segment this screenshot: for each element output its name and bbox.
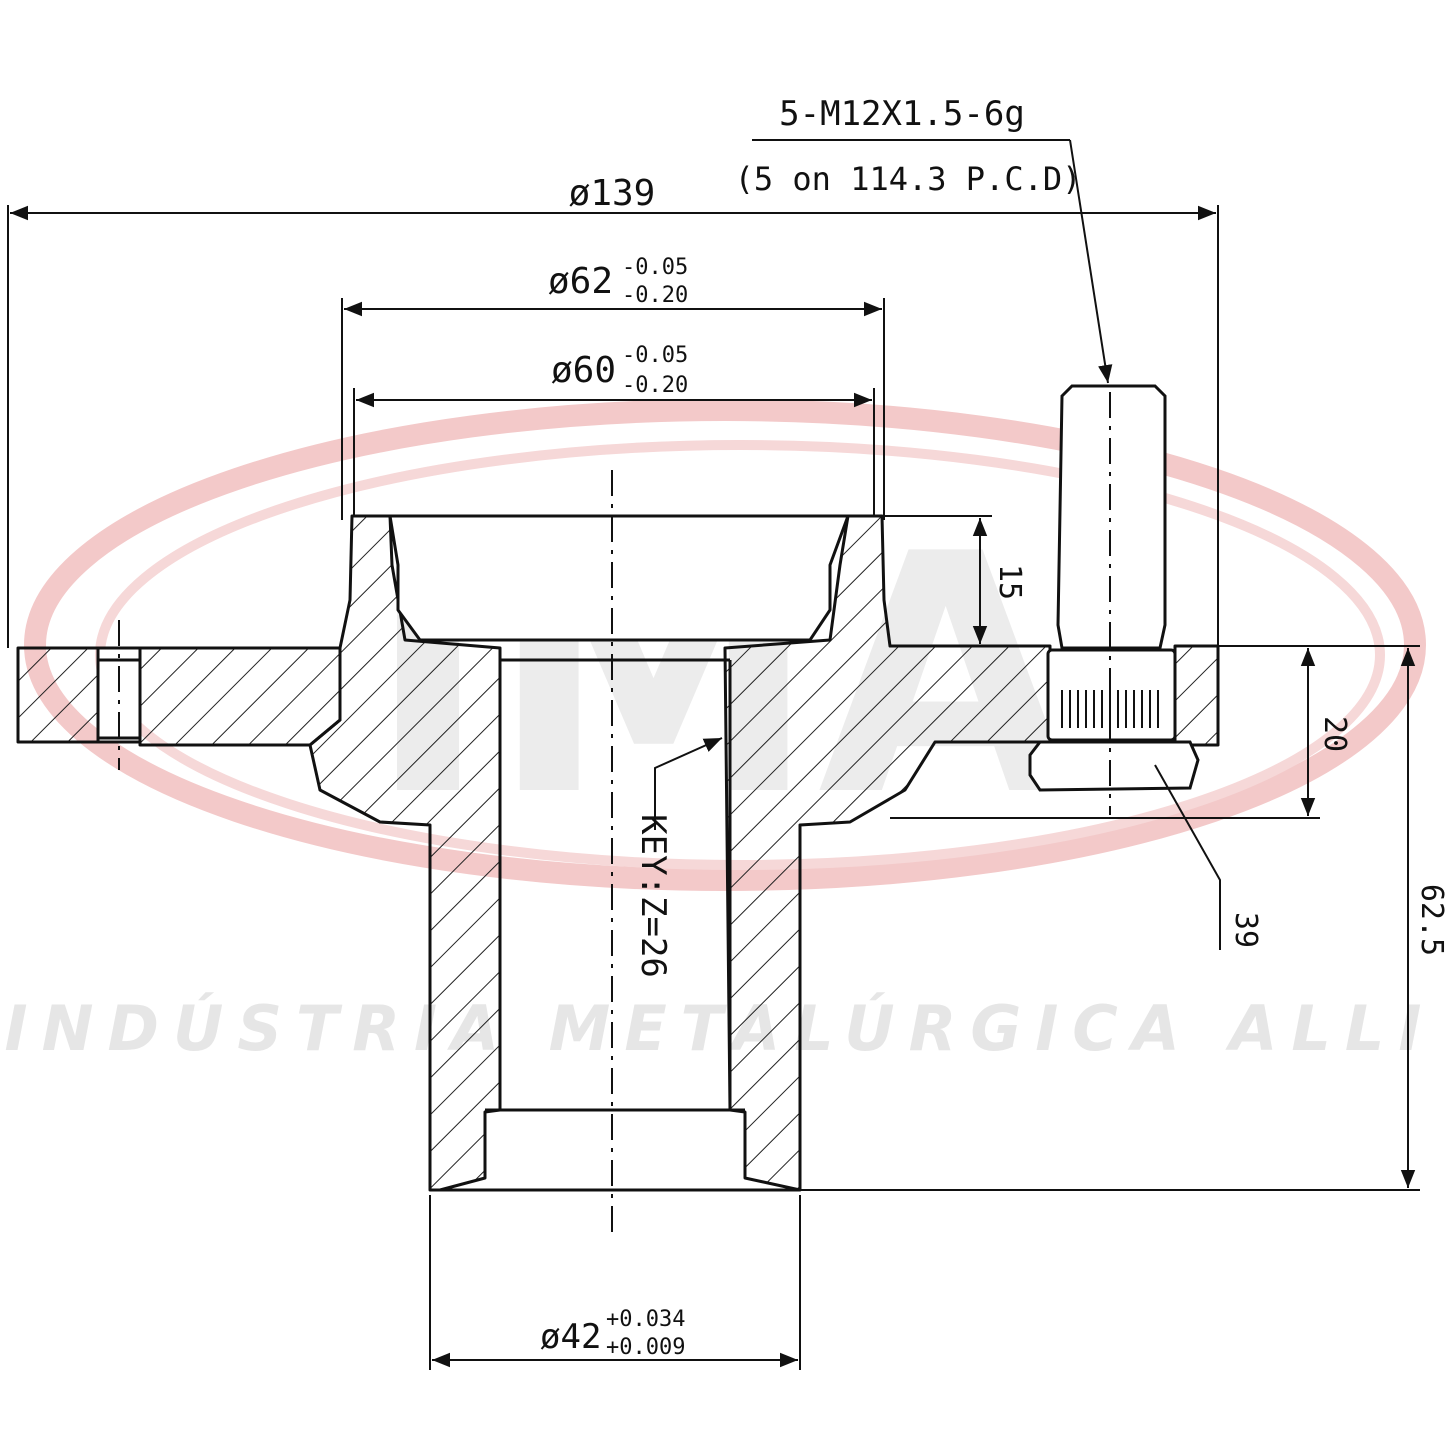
hub-section <box>16 514 1220 1192</box>
hub-wall-left <box>308 514 502 1192</box>
dia-62-tol-lower: -0.20 <box>622 283 688 308</box>
dia-42-tol-upper: +0.034 <box>606 1307 685 1332</box>
dia-60-label: ø60 <box>551 350 616 391</box>
dim-39-leader <box>1154 764 1221 950</box>
dim-20-label: 20 <box>1317 716 1352 752</box>
cup-opening <box>388 514 850 642</box>
flange-left-body <box>138 646 342 747</box>
dim-39-label: 39 <box>1228 912 1263 948</box>
flange-right <box>1173 644 1220 747</box>
dia-42-tol-lower: +0.009 <box>606 1335 685 1360</box>
flange-left <box>16 646 100 744</box>
wheel-stud <box>1028 384 1200 792</box>
dim-15-label: 15 <box>992 564 1027 600</box>
stud-leader <box>1069 139 1113 384</box>
stud-knurl <box>1046 648 1177 742</box>
dia-60-tol-upper: -0.05 <box>622 343 688 368</box>
dia-139-label: ø139 <box>569 173 656 214</box>
dia-60-tol-lower: -0.20 <box>622 373 688 398</box>
dim-62-5-label: 62.5 <box>1414 884 1445 956</box>
dimension-lines <box>7 139 1420 1370</box>
stud-pcd-label: (5 on 114.3 P.C.D) <box>735 160 1082 198</box>
hub-wall-right <box>723 514 1052 1192</box>
watermark-company: INDÚSTRIA METALÚRGICA ALLI <box>5 992 1436 1065</box>
stud-head <box>1028 740 1200 792</box>
center-lines <box>118 392 1111 1240</box>
dia-42-label: ø42 <box>540 1317 601 1357</box>
dia-62-tol-upper: -0.05 <box>622 255 688 280</box>
stud-shank <box>1056 384 1167 650</box>
dia-62-label: ø62 <box>548 261 613 302</box>
key-label: KEY:Z=26 <box>633 814 673 978</box>
dimension-texts: 5-M12X1.5-6g (5 on 114.3 P.C.D) ø139 ø62… <box>540 94 1445 1360</box>
key-leader <box>654 737 723 830</box>
stud-spec-label: 5-M12X1.5-6g <box>779 94 1025 134</box>
